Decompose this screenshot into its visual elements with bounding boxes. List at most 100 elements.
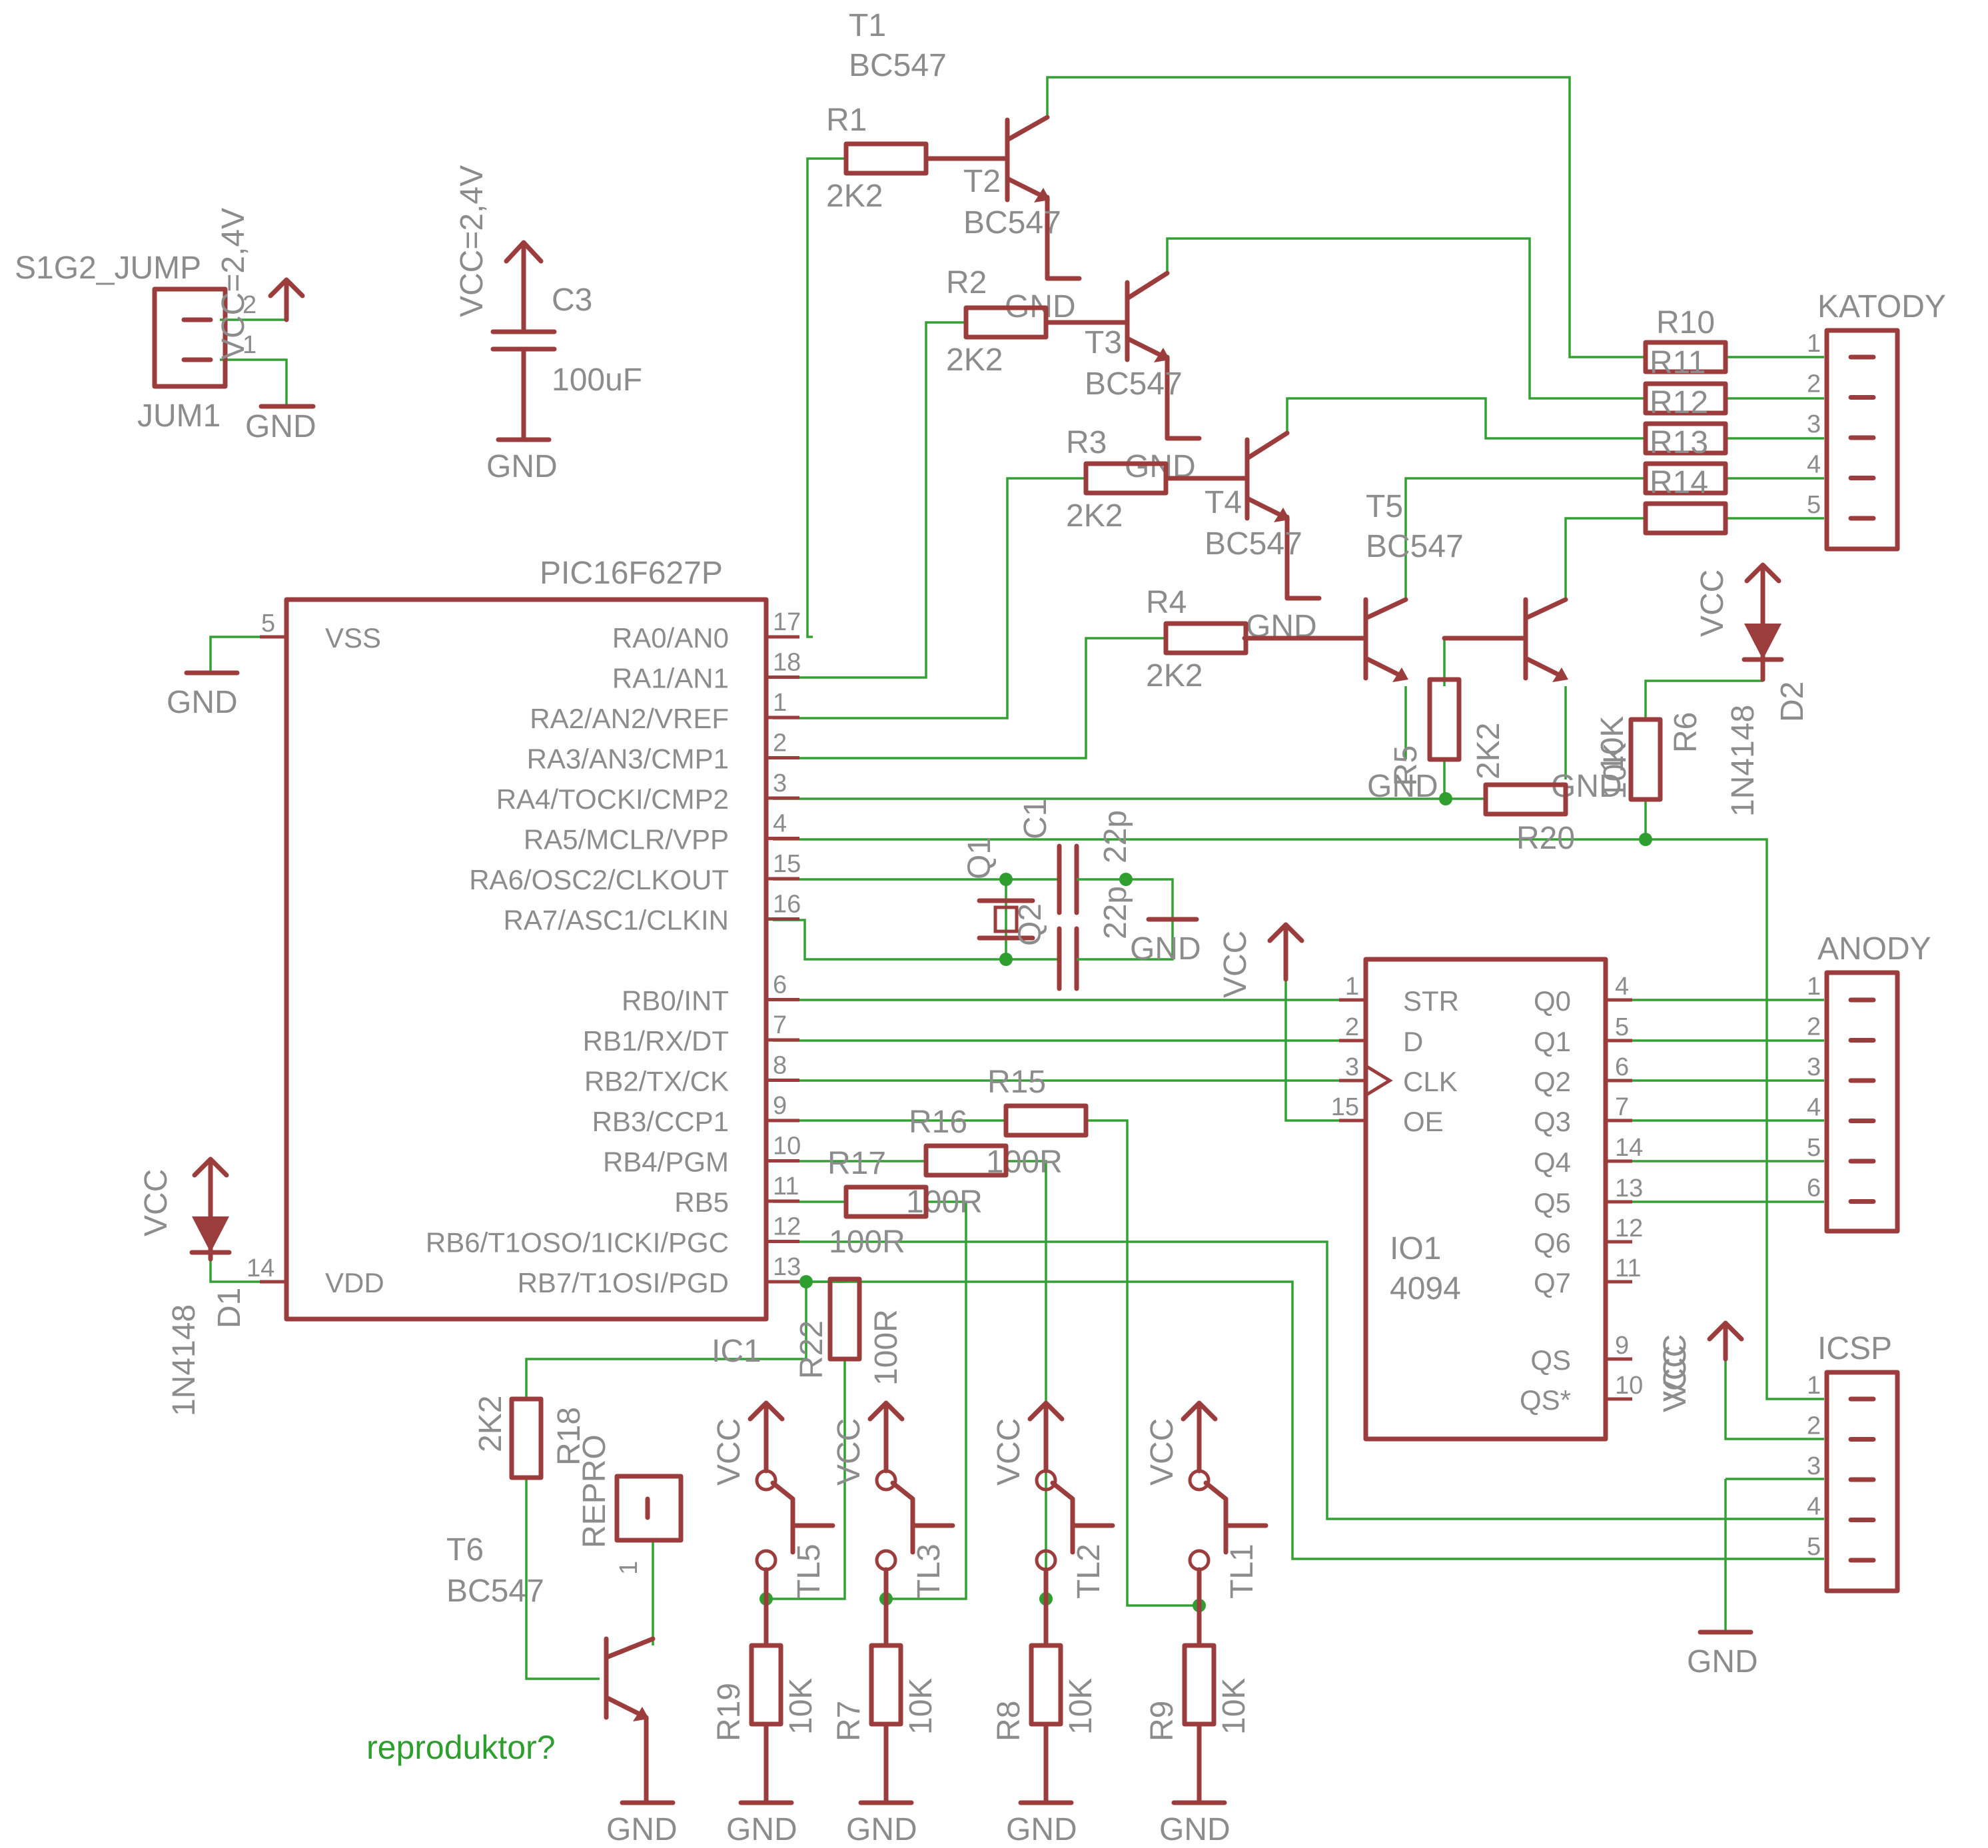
transistor-t1: T1 BC547 [849,8,947,83]
transistor-value: BC547 [1205,526,1302,562]
switch-contact [875,1469,897,1492]
sr-pin-name: CLK [1403,1066,1458,1097]
sr-pin-num: 9 [1615,1332,1629,1360]
resistor-value: 2K2 [473,1396,508,1452]
sr-pin-num: 2 [1345,1013,1359,1041]
sr-pin-num: 3 [1345,1053,1359,1081]
mcu-pin-num: 17 [773,608,801,636]
connector-name: ICSP [1817,1331,1892,1366]
gnd-label: GND [1367,769,1438,804]
sr-pin-name: QS [1530,1344,1571,1376]
diode-value: 1N4148 [1726,705,1761,817]
connector-pin-num: 1 [1807,973,1821,1001]
resistor-ref: R17 [827,1146,886,1181]
sr-pin-num: 6 [1615,1053,1629,1081]
resistor-value: 10K [1217,1678,1252,1735]
resistor-r12: R12 [1643,385,1728,456]
resistor-ref: R12 [1650,385,1708,420]
mcu-pin-num: 11 [773,1172,799,1200]
resistor-value: 2K2 [1066,498,1123,534]
vcc-arrow [1181,1400,1218,1442]
mcu-pin-num: 18 [773,649,801,677]
sr-pin-name: Q6 [1534,1227,1571,1258]
gnd-label: GND [1687,1644,1758,1679]
mcu-pin-name: RB1/RX/DT [583,1025,729,1057]
ic1-label: IC1 [712,1334,761,1369]
gnd-label: GND [167,685,238,720]
transistor-value: BC547 [1366,529,1464,564]
resistor-ref: R3 [1066,425,1107,460]
connector-pin-num: 1 [1807,1372,1821,1400]
vcc-arrow [1027,1400,1065,1442]
gnd-label: GND [245,409,316,444]
connector-pin-num: 5 [1807,1533,1821,1561]
gnd-label: GND [606,1812,678,1847]
jumper-pin: 2 [243,291,256,319]
sr-pin-name: Q0 [1534,985,1571,1017]
sr-pin-num: 4 [1615,973,1629,1001]
repro-pad: REPRO 1 [577,1434,684,1575]
resistor-ref: R10 [1656,305,1715,340]
resistor-r15: R15 100R [986,1065,1089,1180]
connector-pin-num: 4 [1807,1493,1821,1521]
switch-ref: TL2 [1071,1544,1107,1599]
resistor-r11: R11 [1643,345,1728,416]
supply-label: VCC [991,1418,1027,1486]
mcu-pin-name: RB0/INT [622,985,729,1017]
supply-label: VCC=2,4V [216,208,251,360]
resistor-r10: R10 [1643,305,1728,374]
switch-actuator [770,1480,835,1555]
mcu-pin-name: RB5 [674,1186,729,1218]
vcc-arrow [747,1400,785,1442]
mcu-pin-num: 1 [773,689,787,717]
resistor-ref: R13 [1650,425,1708,460]
gnd-label: GND [726,1812,797,1847]
mcu-pin-name: RB6/T1OSO/1ICKI/PGC [426,1227,729,1258]
mcu-pin-name: RB3/CCP1 [592,1106,729,1137]
cap-ref: C1 [1018,799,1053,839]
mcu-name: PIC16F627P [540,556,723,591]
gnd-label: GND [1159,1812,1231,1847]
mcu-pin-name: RA2/AN2/VREF [530,703,729,734]
supply-label: VCC [1695,570,1730,637]
resistor-r13: R13 [1643,425,1728,496]
transistor-t3: T3 BC547 GND [1043,270,1202,484]
mcu-pin-num: 6 [773,971,787,999]
mcu-pin-num: 13 [773,1253,801,1281]
connector-pin-num: 6 [1807,1174,1821,1202]
mcu-pin-name: RA4/TOCKI/CMP2 [496,783,729,815]
switch-actuator [1050,1480,1115,1555]
transistor-ref: T4 [1205,485,1242,520]
sr-pin-name: OE [1403,1106,1444,1137]
resistor-ref: R9 [1145,1701,1180,1741]
connector-pin-num: 2 [1807,370,1821,398]
junction-dot [799,1275,813,1288]
repro-ref: REPRO [577,1434,612,1548]
oscillator: Q1 Q2 C1 22p 22p GND [962,799,1201,991]
resistor-ref: R6 [1668,712,1704,753]
cap-ref: C3 [552,282,592,318]
resistor-ref: R18 [552,1407,587,1466]
pulldown-resistor [1182,1643,1217,1727]
resistors: R1 2K2 R2 2K2 R3 2K2 R4 2K2 R20 10K R10 [473,103,1728,1480]
sr-pin-name: QS* [1520,1384,1571,1416]
mcu-pin-num: 3 [773,769,787,797]
diode-d2: VCC 1N4148 D2 [1695,562,1810,817]
mcu-pin-num: 8 [773,1052,787,1080]
resistor-ref: R20 [1516,821,1575,856]
mcu-pin-name: RB2/TX/CK [584,1066,729,1097]
resistor-value: 10K [783,1678,819,1735]
mcu-pin-name: RA0/AN0 [612,622,729,654]
junction-dot [999,873,1013,886]
crystal-ref: Q1 [962,837,997,879]
connector-pin-num: 4 [1807,1094,1821,1122]
resistor-r2: R2 2K2 [946,265,1049,378]
pulldown-resistor [1029,1643,1063,1727]
resistor-value: 10K [1595,716,1630,773]
